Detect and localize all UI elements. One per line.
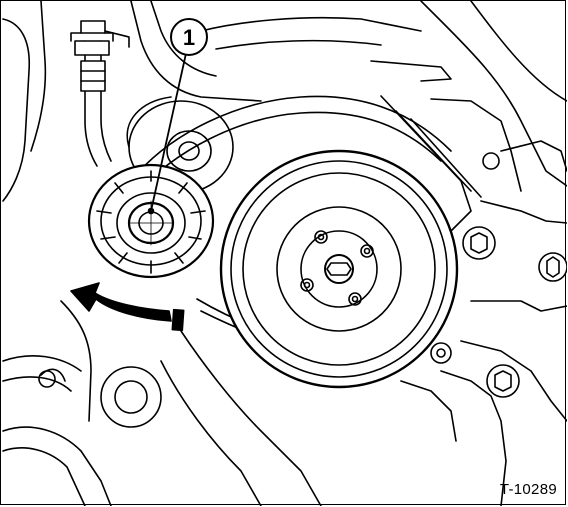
callout-leader-tip xyxy=(147,207,155,215)
coolant-hose xyxy=(70,20,130,167)
crankshaft-pulley xyxy=(219,149,459,389)
callout-leader xyxy=(150,48,188,212)
figure-code: T-10289 xyxy=(499,481,557,498)
tensioner-pulley xyxy=(87,163,215,279)
callout-number: 1 xyxy=(183,25,195,50)
callout-circle xyxy=(170,18,208,56)
rotation-arrow xyxy=(70,282,185,332)
bracket-bolts xyxy=(430,152,567,398)
lower-components xyxy=(2,366,162,506)
